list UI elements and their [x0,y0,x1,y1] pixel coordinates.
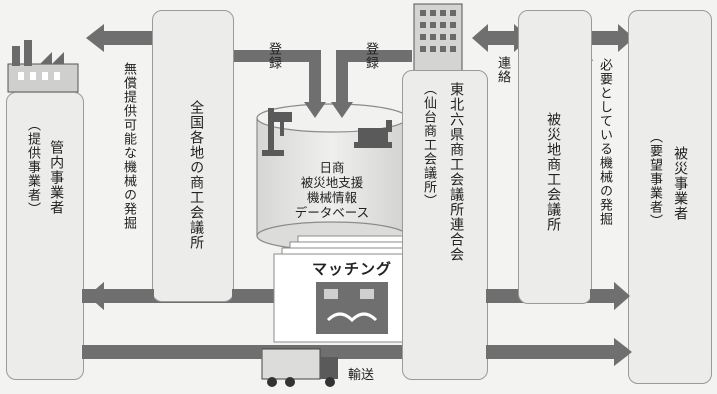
tall-building-icon [413,3,463,77]
drill-press-icon [262,108,292,156]
kannai-box [6,92,84,380]
database-line-1: 日商 [319,160,345,175]
hisai-sub-label: （要望事業者） [646,130,662,228]
hisai-main-label: 被災事業者 [672,146,689,221]
truck-icon [261,348,338,387]
tohoku-box [402,70,488,380]
zenkoku-label: 全国各地の商工会議所 [188,100,205,250]
database-line-2: 被災地支援 [300,175,364,190]
factory-icon [7,40,79,93]
toroku-left-label: 登録 [265,42,281,70]
toroku-right-label: 登録 [362,42,378,70]
hisai-box [628,10,712,384]
renraku-label: 連絡 [494,56,510,84]
kannai-main-label: 管内事業者 [48,140,65,215]
kannai-sub-label: （提供事業者） [24,118,40,216]
database-line-4: データベース [294,205,370,220]
database-line-3: 機械情報 [306,190,357,205]
vise-icon [354,120,392,148]
muryo-label: 無償提供可能な機械の発掘 [120,62,136,230]
hitsuyo-label: 必要としている機械の発掘 [596,58,612,226]
matching-title: マッチング [312,260,393,278]
zenkoku-box [152,10,234,302]
database-label: 日商 被災地支援 機械情報 データベース [262,160,402,220]
yuso-label: 輸送 [348,368,375,383]
hisaichi-cci-box [518,10,592,304]
handshake-icon [326,312,378,323]
tohoku-sub-label: （仙台商工会議所） [420,82,436,208]
hisaichi-cci-label: 被災地商工会議所 [545,112,562,232]
tohoku-main-label: 東北六県商工会議所連合会 [448,82,465,262]
